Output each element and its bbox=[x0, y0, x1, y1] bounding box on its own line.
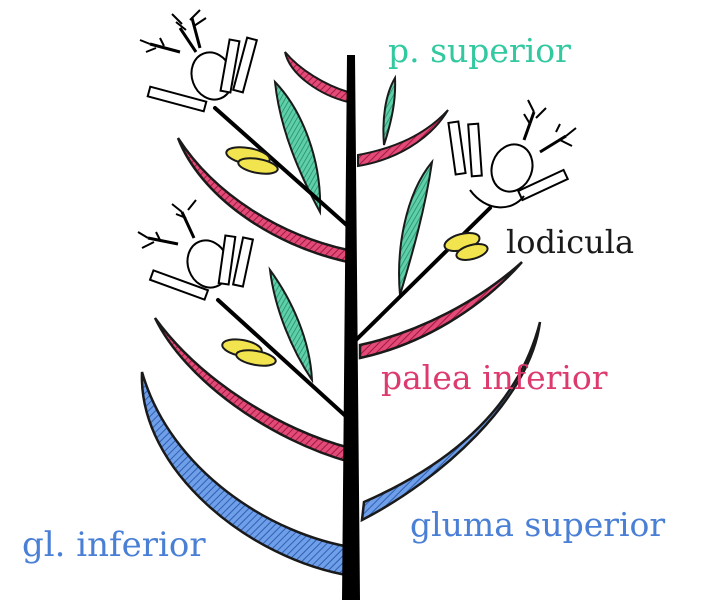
label-gluma-superior: gluma superior bbox=[410, 508, 665, 541]
lemma-right-upper bbox=[358, 110, 448, 166]
flower-right bbox=[448, 100, 576, 207]
lemma-lower-floret-left bbox=[155, 318, 350, 462]
glume-upper bbox=[362, 322, 540, 520]
lemma-top-left bbox=[285, 52, 348, 102]
flower-upper-left bbox=[140, 10, 257, 111]
palea-top-right bbox=[383, 78, 395, 145]
label-gl-inferior: gl. inferior bbox=[22, 528, 206, 562]
palea-left-upper bbox=[275, 82, 320, 212]
label-lodicula: lodicula bbox=[506, 226, 634, 258]
label-p-superior: p. superior bbox=[388, 34, 571, 67]
flower-lower-left bbox=[138, 200, 253, 300]
palea-left-lower bbox=[270, 270, 312, 380]
label-palea-inferior: palea inferior bbox=[381, 361, 608, 394]
palea-right-lower bbox=[399, 162, 432, 295]
main-axis bbox=[342, 55, 360, 600]
